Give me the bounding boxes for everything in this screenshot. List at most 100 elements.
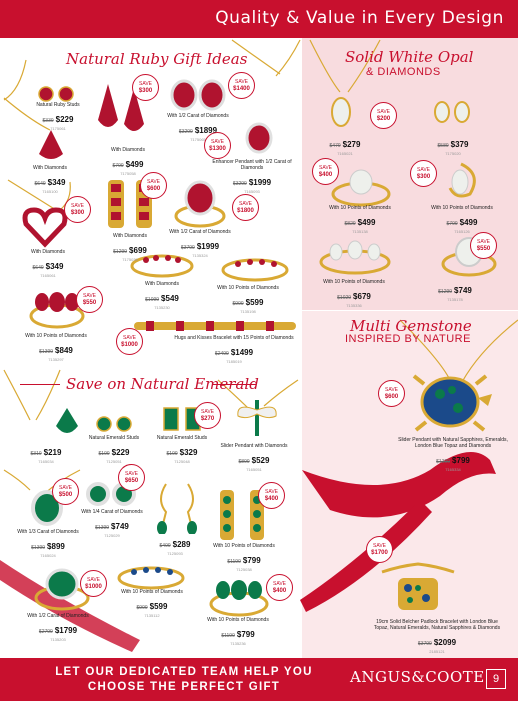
product-code: 7175020 [445, 151, 461, 157]
product-ruby-enhancer[interactable]: Enhancer Pendant with 1/2 Carat of Diamo… [204, 159, 300, 194]
now-price: $849 [55, 345, 73, 355]
save-badge: SAVE$1300 [204, 132, 231, 159]
badge-amount: $300 [70, 209, 85, 216]
product-emerald-studs[interactable]: Natural Emerald Studs $199$229 7125051 [66, 435, 162, 465]
ruby-studs-image [38, 86, 74, 102]
now-price: $229 [111, 447, 130, 457]
was-price: $1299 [438, 289, 453, 295]
badge-amount: $200 [376, 115, 391, 122]
product-code: 7125051 [106, 459, 122, 465]
product-code: 7165024 [40, 553, 56, 559]
emerald-rule-right [212, 384, 256, 385]
was-price: $1399 [436, 458, 451, 465]
now-price: $899 [47, 541, 65, 551]
save-badge: SAVE$650 [118, 464, 145, 491]
product-name: With 10 Points of Diamonds [431, 205, 493, 211]
emerald-pendant-image [56, 408, 78, 433]
product-code: 7135236 [230, 641, 246, 647]
now-price: $329 [179, 447, 198, 457]
product-code: 7175061 [50, 126, 66, 132]
product-name: With 10 Points of Diamonds [25, 333, 87, 339]
product-opal-ring-a[interactable]: With 10 Points of Diamonds $829$499 7135… [312, 205, 408, 235]
product-emerald-dragonfly[interactable]: Slider Pendant with Diamonds $899$529 71… [206, 443, 302, 473]
badge-amount: $400 [272, 587, 287, 594]
ruby-enhancer-image [245, 122, 273, 154]
product-ruby-xo-ring[interactable]: With 10 Points of Diamonds $999$599 7135… [200, 285, 296, 315]
product-turtle-pendant[interactable]: Slider Pendant with Natural Sapphires, E… [392, 437, 514, 472]
product-ruby-drops[interactable]: With Diamonds $799$499 7175058 [80, 147, 176, 177]
product-opal-drops[interactable]: $589$379 7175020 [418, 134, 488, 157]
product-ruby-halo-ring[interactable]: With 1/2 Carat of Diamonds $3799$1999 71… [152, 229, 248, 259]
save-badge: SAVE$300 [64, 196, 91, 223]
badge-label: SAVE [87, 577, 100, 583]
was-price: $1099 [145, 296, 160, 303]
product-code: 7175065 [190, 137, 206, 143]
was-price: $3299 [178, 128, 193, 135]
product-ruby-oval-studs[interactable]: With 1/2 Carat of Diamonds $3299$1899 71… [150, 113, 246, 143]
product-emerald-halo-ring[interactable]: With 1/2 Carat of Diamonds $2799$1799 71… [10, 613, 106, 643]
product-ruby-pendant[interactable]: With Diamonds $649$349 7165100 [2, 165, 98, 195]
was-price: $1299 [113, 248, 128, 255]
was-price: $1199 [221, 632, 235, 639]
product-padlock-bracelet[interactable]: 19cm Solid Belcher Padlock Bracelet with… [370, 619, 504, 654]
badge-label: SAVE [477, 239, 490, 245]
was-price: $3299 [232, 180, 247, 187]
now-price: $1899 [194, 125, 218, 135]
product-emerald-drops[interactable]: $499$289 7125093 [140, 534, 210, 557]
product-emerald-trilogy[interactable]: With 10 Points of Diamonds $1199$799 713… [190, 617, 286, 647]
product-ruby-heart[interactable]: With Diamonds $649$349 7165061 [0, 249, 96, 279]
product-emerald-pendant[interactable]: $319$219 7165034 [16, 442, 76, 465]
badge-label: SAVE [139, 81, 152, 87]
header-title: Quality & Value in Every Design [215, 8, 504, 28]
product-name: With Diamonds [111, 147, 145, 153]
save-badge: SAVE$1700 [366, 536, 393, 563]
now-price: $749 [454, 286, 472, 295]
save-badge: SAVE$550 [470, 232, 497, 259]
product-ruby-studs[interactable]: Natural Ruby Studs $339$229 7175061 [10, 102, 106, 132]
product-name: Natural Emerald Studs [156, 435, 208, 441]
ruby-xo-ring-image [221, 258, 289, 282]
product-name: Slider Pendant with Natural Sapphires, E… [398, 437, 508, 449]
opal-ring-a-image [331, 169, 391, 207]
product-code: 7135138 [352, 229, 368, 235]
now-price: $1999 [248, 177, 272, 187]
turtle-pendant-image [412, 374, 492, 432]
product-emerald-halo-pendant[interactable]: With 1/3 Carat of Diamonds $1399$899 716… [0, 529, 96, 559]
product-name: With 1/2 Carat of Diamonds [169, 229, 231, 235]
product-opal-band[interactable]: With 10 Points of Diamonds $1029$679 713… [306, 279, 402, 309]
was-price: $899 [238, 458, 250, 465]
badge-label: SAVE [265, 489, 278, 495]
badge-label: SAVE [201, 409, 214, 415]
product-emerald-studs-b[interactable]: Natural Emerald Studs $199$329 7125048 [134, 435, 230, 465]
product-code: 7175058 [120, 171, 136, 177]
product-code: 7135112 [144, 613, 160, 619]
now-price: $229 [55, 114, 74, 124]
product-ruby-band[interactable]: With Diamonds $1099$549 7135230 [114, 281, 210, 311]
product-opal-oval-ring[interactable]: $1299$749 7135178 [420, 280, 490, 303]
product-name: 19cm Solid Belcher Padlock Bracelet with… [373, 619, 501, 631]
product-emerald-hoops[interactable]: With 10 Points of Diamonds $1199$799 712… [196, 543, 292, 573]
now-price: $219 [43, 448, 62, 457]
save-badge: SAVE$500 [52, 478, 79, 505]
now-price: $379 [450, 140, 469, 149]
product-code: 7175039 [122, 257, 138, 263]
now-price: $529 [251, 455, 270, 465]
product-ruby-bracelet[interactable]: Hugs and Kisses Bracelet with 15 Points … [164, 335, 304, 365]
product-ruby-trilogy[interactable]: With 10 Points of Diamonds $1399$849 713… [8, 333, 104, 363]
product-name: Natural Emerald Studs [88, 435, 140, 441]
product-ruby-hoops[interactable]: With Diamonds $1299$699 7175039 [82, 233, 178, 263]
badge-label: SAVE [239, 201, 252, 207]
multi-section-title: Multi Gemstone [350, 317, 472, 335]
was-price: $799 [112, 162, 124, 169]
product-code: 2185121 [429, 648, 445, 654]
page-number: 9 [486, 669, 506, 689]
product-emerald-band[interactable]: With 10 Points of Diamonds $999$599 7135… [104, 589, 200, 619]
now-price: $549 [161, 293, 179, 303]
badge-amount: $400 [264, 495, 279, 502]
save-badge: SAVE$600 [140, 172, 167, 199]
badge-amount: $400 [318, 171, 333, 178]
product-emerald-cluster-studs[interactable]: With 1/4 Carat of Diamonds $1399$749 712… [64, 509, 160, 539]
product-opal-pendant[interactable]: $479$279 7165021 [310, 134, 380, 157]
product-opal-swirl[interactable]: With 10 Points of Diamonds $799$499 7165… [414, 205, 510, 235]
was-price: $199 [166, 450, 178, 457]
